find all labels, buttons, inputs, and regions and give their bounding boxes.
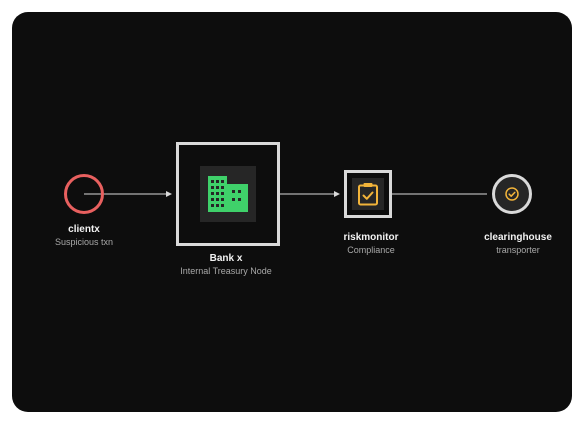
node-label-clientx: clientx Suspicious txn	[55, 223, 113, 249]
node-label-clearinghouse: clearinghouse transporter	[484, 231, 552, 257]
node-subtitle: Suspicious txn	[54, 237, 114, 247]
node-title: clearinghouse	[484, 232, 552, 243]
node-subtitle: Internal Treasury Node	[180, 266, 272, 276]
node-title: Bank x	[209, 253, 243, 264]
node-subtitle: Compliance	[347, 245, 395, 255]
node-label-bank: Bank x Internal Treasury Node	[180, 252, 272, 278]
node-label-riskmonitor: riskmonitor Compliance	[343, 231, 398, 257]
node-subtitle: transporter	[496, 245, 540, 255]
node-title: clientx	[68, 224, 100, 235]
node-title: riskmonitor	[343, 232, 399, 243]
diagram-canvas	[12, 12, 572, 412]
